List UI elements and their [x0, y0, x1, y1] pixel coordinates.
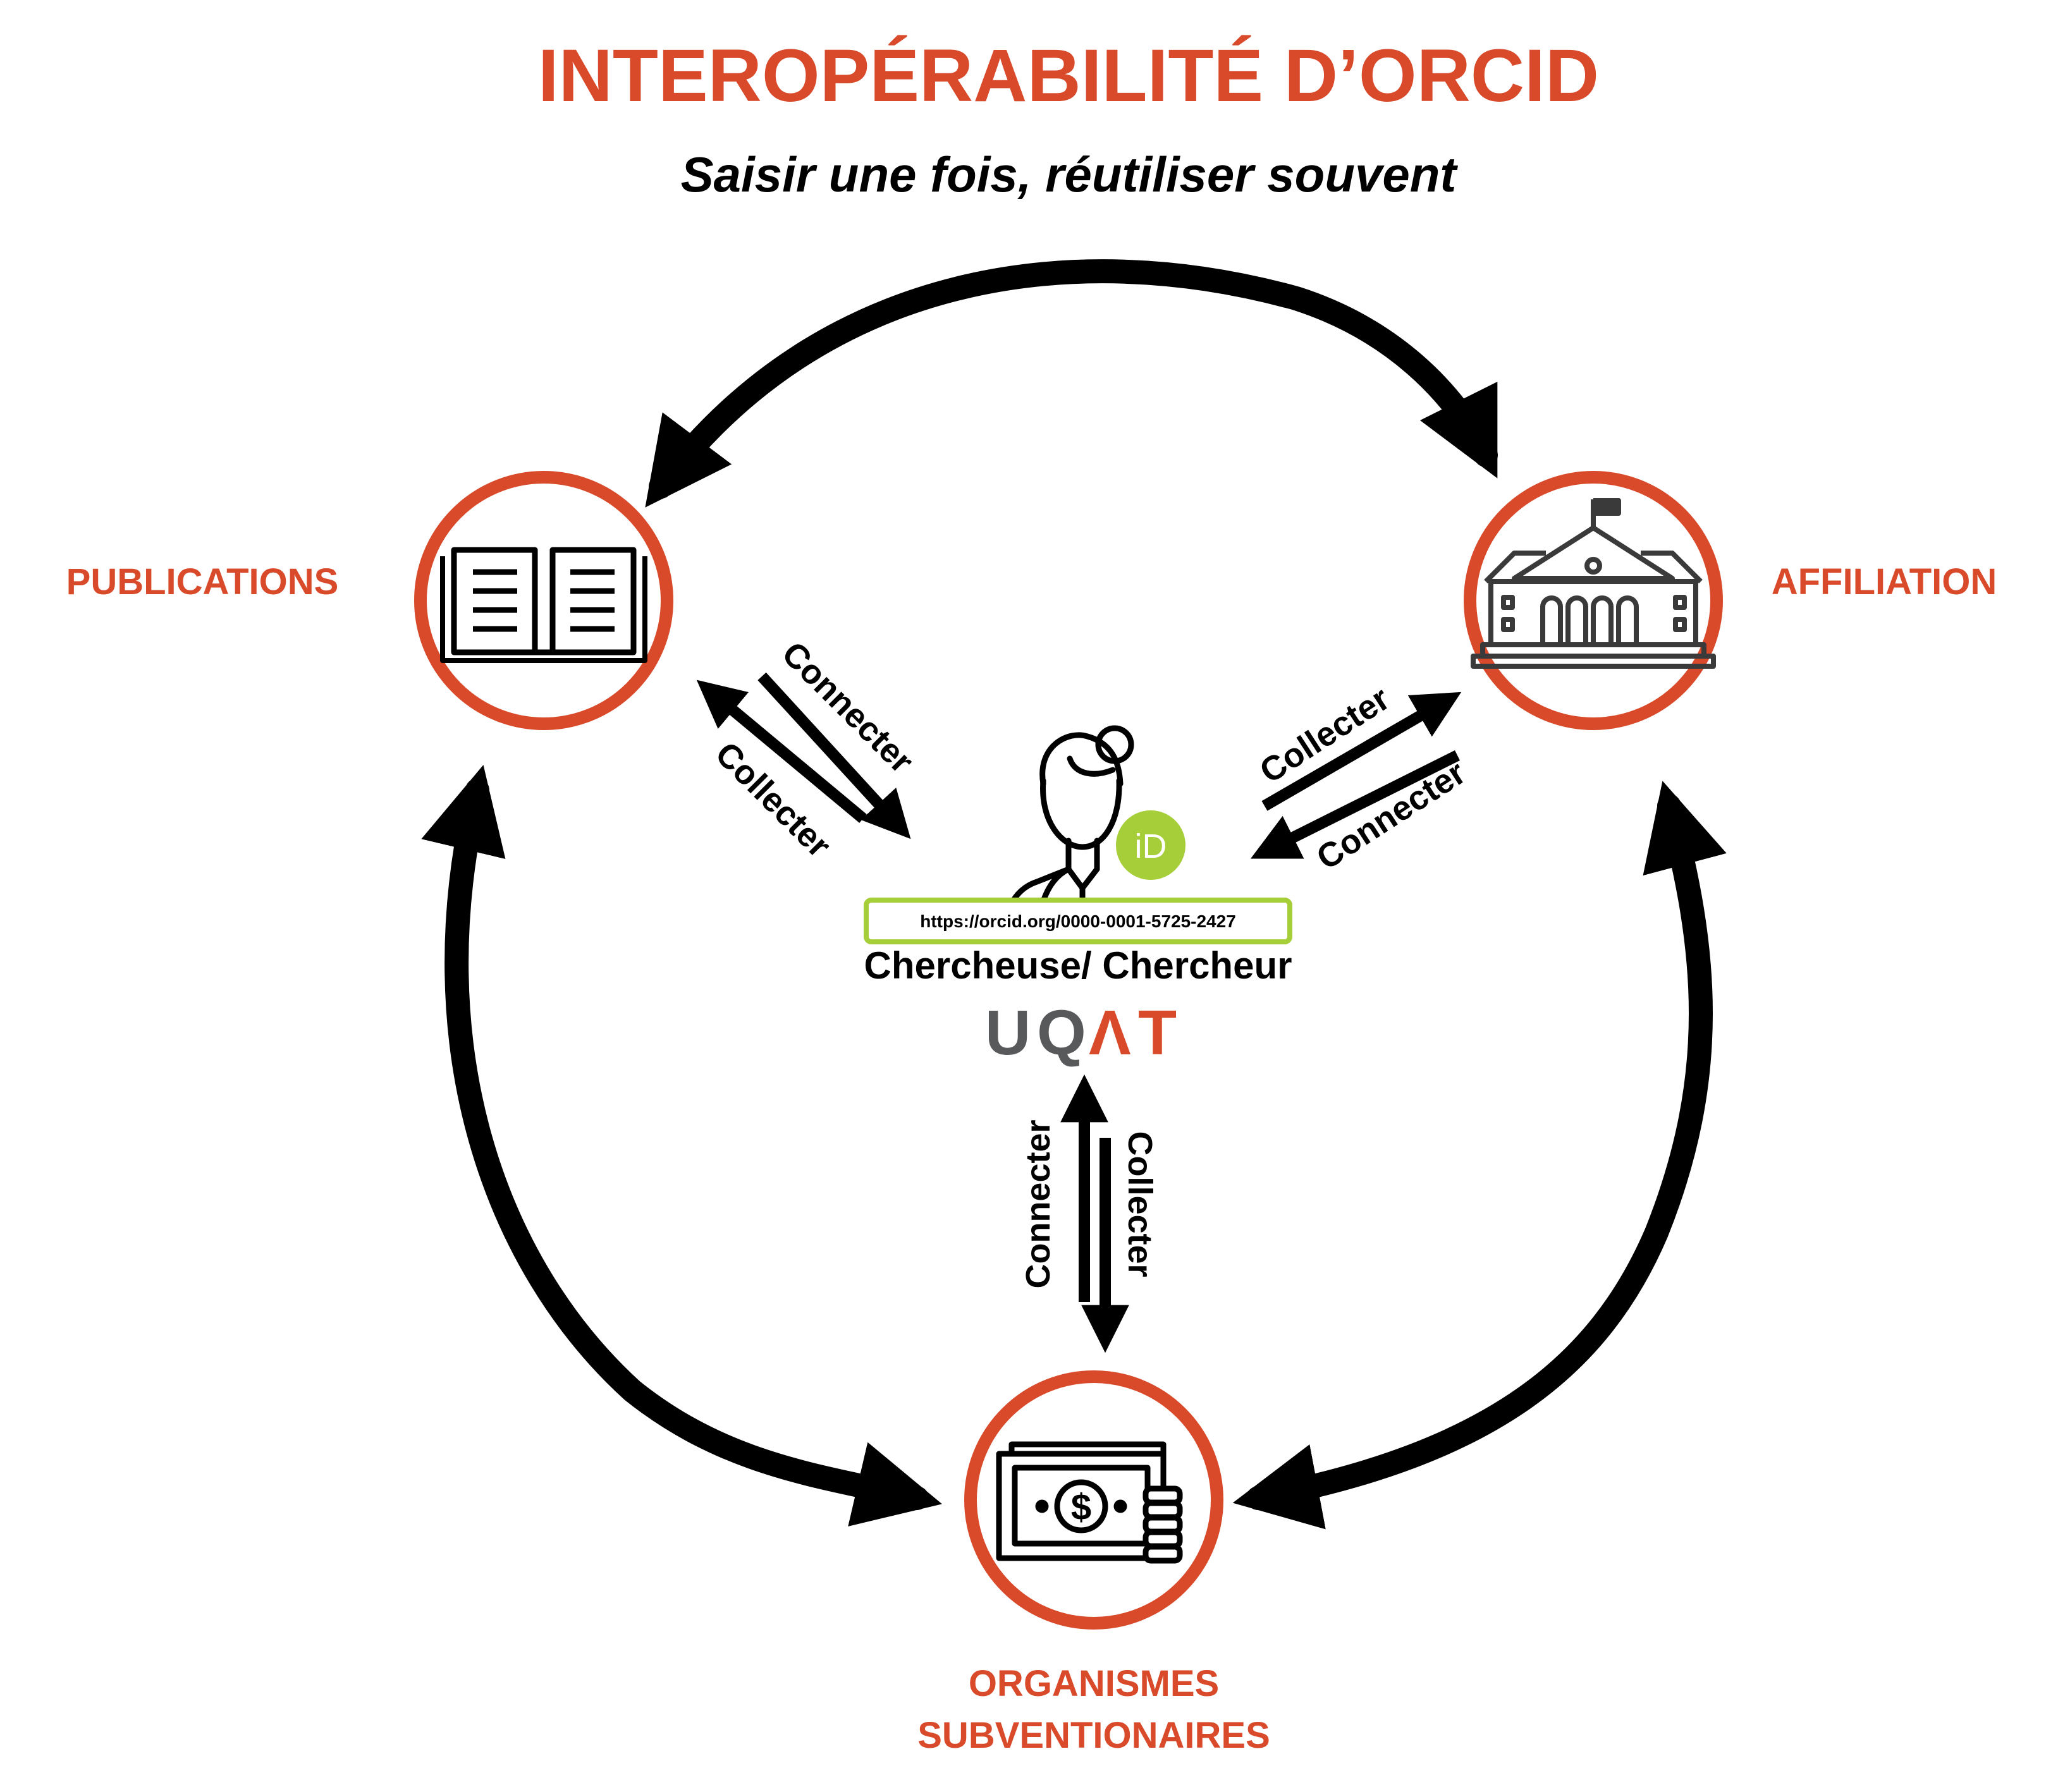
arrow-affiliation-funders	[1232, 781, 1727, 1530]
diagram-title: INTEROPÉRABILITÉ D’ORCID	[538, 34, 1599, 118]
flow-publications-collect-label: Collecter	[708, 734, 838, 865]
uqat-logo-t: T	[1138, 997, 1177, 1068]
svg-text:$: $	[1071, 1487, 1091, 1528]
funders-label-line2: SUBVENTIONAIRES	[917, 1715, 1270, 1756]
orcid-id-icon	[1110, 804, 1192, 886]
uqat-logo-u: U	[985, 997, 1031, 1068]
arrow-collect-to-publications	[696, 680, 867, 823]
arrow-connect-from-publications	[757, 672, 911, 839]
book-icon	[440, 547, 647, 663]
affiliation-node: AFFILIATION	[1464, 471, 1997, 730]
money-icon: $	[996, 1441, 1183, 1564]
arrow-publications-funders	[421, 765, 942, 1527]
researcher-group: iD https://orcid.org/0000-0001-5725-2427…	[864, 725, 1292, 1068]
orcid-url-box	[864, 898, 1292, 944]
publications-label: PUBLICATIONS	[66, 561, 339, 602]
funders-label-line1: ORGANISMES	[969, 1663, 1219, 1704]
flow-funders-collect-label: Collecter	[1121, 1131, 1159, 1277]
flow-funders: Connecter Collecter	[1019, 1074, 1159, 1353]
arrow-publications-affiliation	[645, 259, 1498, 508]
uqat-logo-q: Q	[1037, 997, 1086, 1068]
publications-node: PUBLICATIONS	[66, 471, 673, 730]
flow-funders-connect-label: Connecter	[1019, 1119, 1057, 1288]
orcid-id-badge-text: iD	[1135, 827, 1167, 865]
orcid-url[interactable]: https://orcid.org/0000-0001-5725-2427	[920, 911, 1236, 931]
uqat-logo-a: Λ	[1089, 997, 1131, 1068]
university-building-icon	[1471, 498, 1716, 669]
affiliation-label: AFFILIATION	[1772, 561, 1997, 602]
flow-publications: Connecter Collecter	[696, 635, 921, 865]
arrow-collect-to-affiliation	[1261, 692, 1462, 811]
flow-affiliation: Collecter Connecter	[1250, 680, 1473, 877]
funders-node: $ ORGANISMES SUBVENTIONAIRES	[917, 1370, 1270, 1756]
researcher-role-label: Chercheuse/ Chercheur	[864, 944, 1292, 987]
diagram-subtitle: Saisir une fois, réutiliser souvent	[681, 147, 1459, 202]
uqat-logo: U Q Λ T	[985, 997, 1177, 1068]
arrow-connect-from-affiliation	[1250, 750, 1461, 859]
